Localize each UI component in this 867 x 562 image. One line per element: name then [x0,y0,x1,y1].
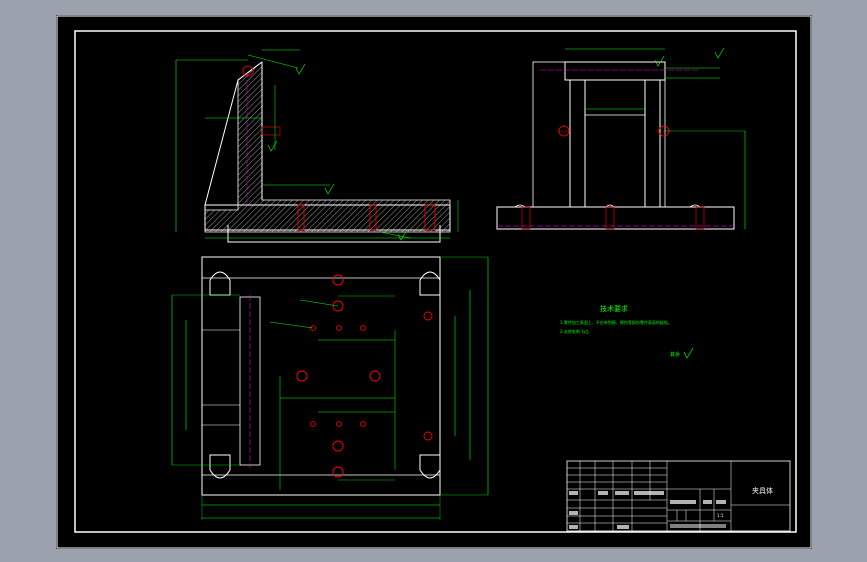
roughness-note: 其余 [670,351,680,358]
sheet-border [56,15,812,549]
scale-value: 1:1 [717,513,724,518]
tech-req-line-1: 1.零件加工表面上，不应有划痕、擦伤等损伤零件表面的缺陷。 [560,319,672,325]
tech-req-line-2: 2.去除毛刺飞边。 [560,328,592,334]
technical-requirements: 技术要求 1.零件加工表面上，不应有划痕、擦伤等损伤零件表面的缺陷。 2.去除毛… [560,304,694,359]
side-view [496,47,746,230]
front-view [175,49,459,243]
top-view [171,256,489,520]
roughness-symbol [683,347,694,359]
inner-frame [74,30,797,533]
tech-req-title: 技术要求 [600,304,628,313]
part-name: 夹具体 [752,486,773,495]
title-block: 1:1 夹具体 [566,460,791,532]
drawing-sheet [56,15,812,549]
